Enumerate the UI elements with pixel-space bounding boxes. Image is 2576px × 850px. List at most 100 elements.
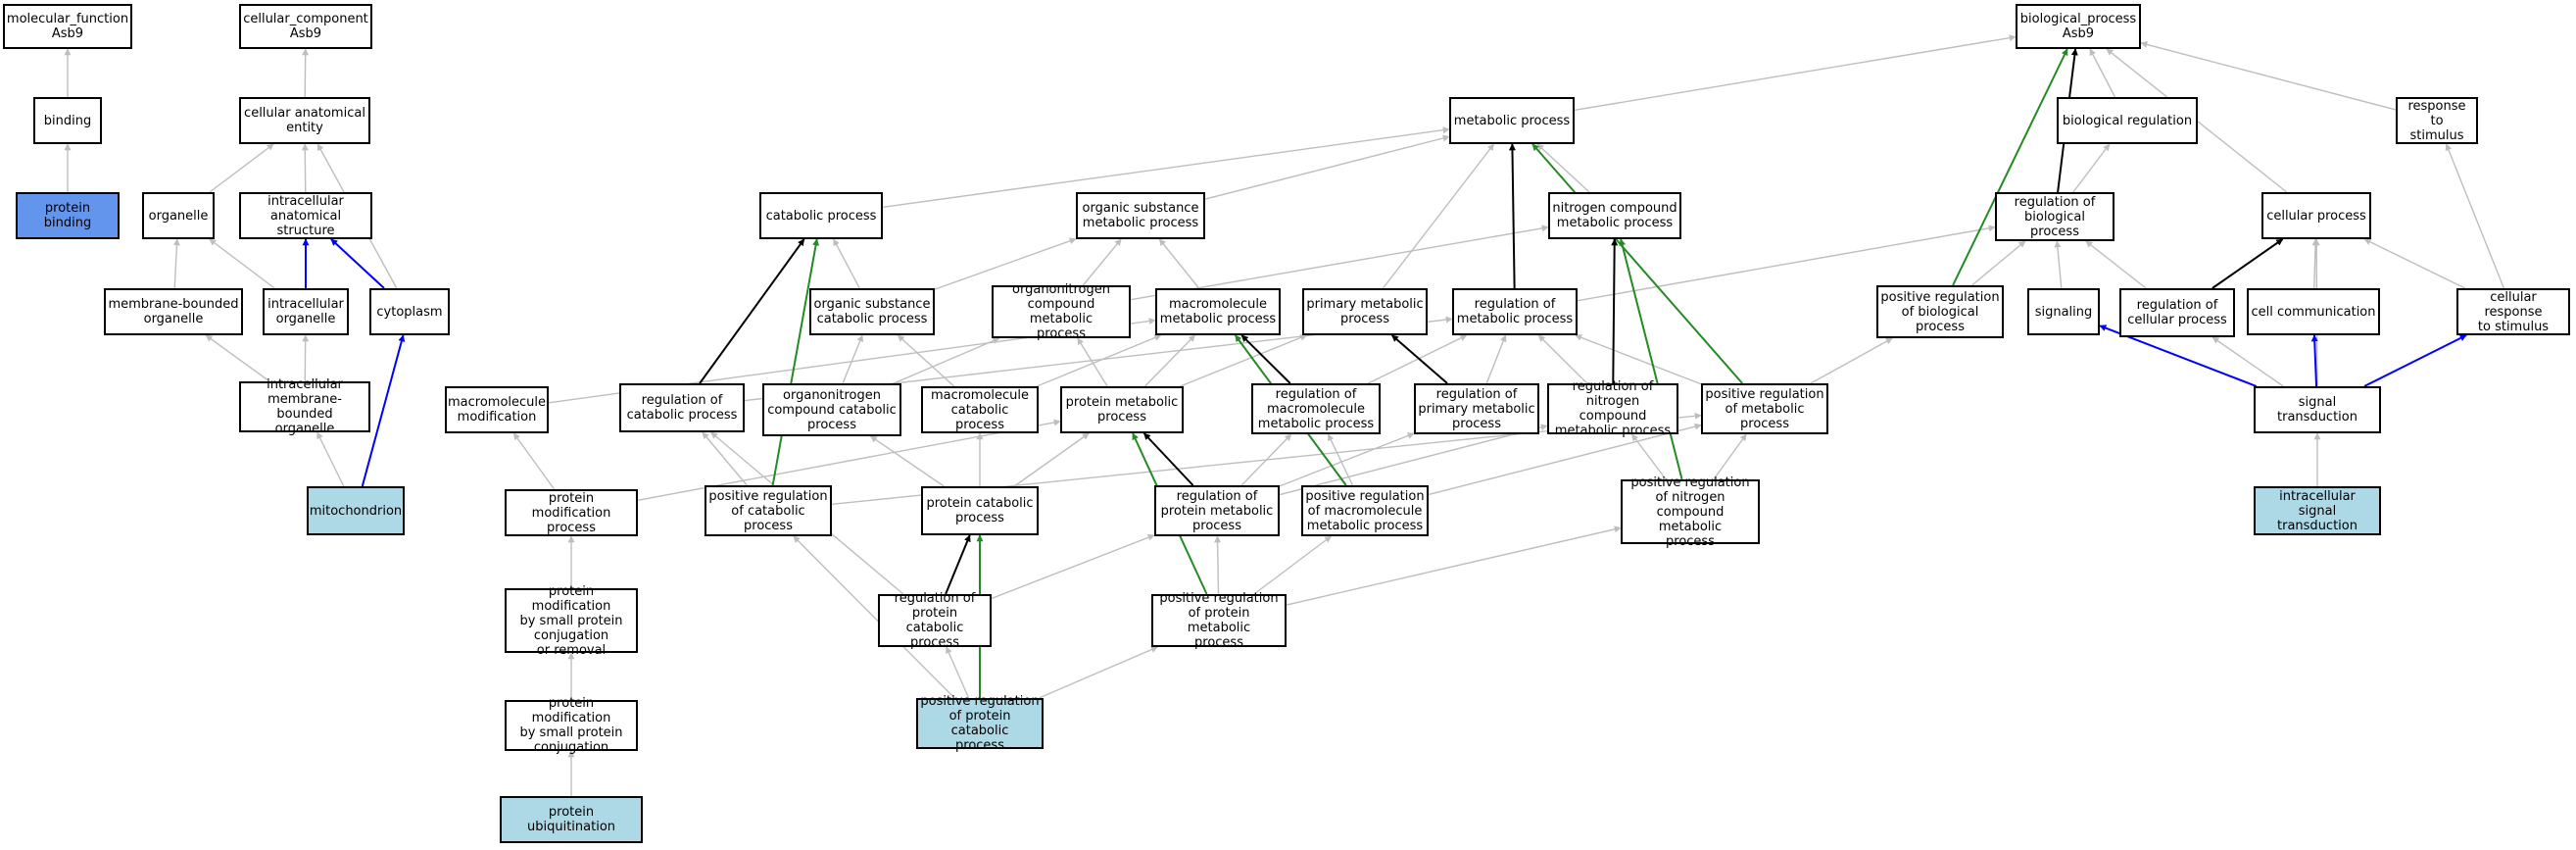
edge-protein_catabolic_process-to-organonitrogen_compound_catabolic_process (870, 435, 945, 487)
node-regulation-of-protein-metabolic-process[interactable]: regulation of protein metabolic process (1154, 485, 1280, 536)
node-signaling[interactable]: signaling (2027, 288, 2100, 335)
node-cellular-response-to-stimulus[interactable]: cellular response to stimulus (2456, 288, 2570, 335)
node-membrane-bounded-organelle[interactable]: membrane-bounded organelle (104, 288, 243, 335)
node-mitochondrion[interactable]: mitochondrion (307, 486, 405, 535)
edge-regulation_of_macromolecule_metabolic_process-to-macromolecule_metabolic_process (1240, 334, 1291, 384)
node-macromolecule-modification[interactable]: macromolecule modification (445, 386, 549, 433)
node-protein-ubiquitination[interactable]: protein ubiquitination (500, 796, 643, 843)
edge-cellular_response_to_stimulus-to-cellular_process (2363, 238, 2466, 289)
edge-positive_regulation_of_nitrogen_compound_metabolic_process-to-regulation_of_nitrogen_compound_metabolic_process (1631, 433, 1667, 480)
edge-regulation_of_protein_catabolic_process-to-regulation_of_protein_metabolic_process (991, 533, 1155, 600)
edge-protein_metabolic_process-to-primary_metabolic_process (1180, 334, 1308, 387)
edge-positive_regulation_of_catabolic_process-to-catabolic_process (771, 238, 820, 486)
node-cell-communication[interactable]: cell communication (2247, 288, 2380, 335)
edge-membrane_bounded_organelle-to-organelle (172, 238, 180, 289)
edge-organonitrogen_compound_metabolic_process-to-organic_substance_metabolic_process (1082, 238, 1122, 286)
edge-positive_regulation_of_protein_metabolic_process-to-positive_regulation_of_nitrogen_compound_metabolic_process (1286, 525, 1622, 606)
node-regulation-of-biological-process[interactable]: regulation of biological process (1995, 192, 2114, 241)
edge-regulation_of_primary_metabolic_process-to-regulation_of_metabolic_process (1485, 334, 1507, 384)
node-regulation-of-protein-catabolic-process[interactable]: regulation of protein catabolic process (878, 591, 992, 650)
edge-signaling-to-regulation_of_biological_process (2054, 240, 2063, 289)
node-protein-metabolic-process[interactable]: protein metabolic process (1060, 386, 1184, 433)
edge-regulation_of_biological_process-to-biological_regulation (2072, 143, 2111, 193)
edge-organic_substance_catabolic_process-to-organic_substance_metabolic_process (934, 237, 1077, 290)
edge-positive_regulation_of_protein_catabolic_process-to-positive_regulation_of_protein_metabolic_process (1039, 646, 1158, 699)
node-intracellular-membrane-bounded-organelle[interactable]: intracellular membrane-bounded organelle (239, 377, 370, 436)
node-positive-regulation-of-nitrogen-compound-metabolic-process[interactable]: positive regulation of nitrogen compound… (1621, 475, 1760, 549)
node-binding[interactable]: binding (33, 97, 102, 144)
node-regulation-of-cellular-process[interactable]: regulation of cellular process (2119, 288, 2235, 337)
edge-cytoplasm-to-intracellular_anatomical_structure (330, 238, 385, 289)
node-cytoplasm[interactable]: cytoplasm (369, 288, 450, 335)
edge-positive_regulation_of_protein_catabolic_process-to-positive_regulation_of_catabolic_process (793, 535, 955, 699)
node-primary-metabolic-process[interactable]: primary metabolic process (1302, 288, 1428, 335)
node-response-to-stimulus[interactable]: response to stimulus (2396, 97, 2478, 144)
node-positive-regulation-of-protein-metabolic-process[interactable]: positive regulation of protein metabolic… (1151, 591, 1287, 650)
edge-regulation_of_protein_metabolic_process-to-regulation_of_primary_metabolic_process (1279, 432, 1415, 487)
edge-positive_regulation_of_metabolic_process-to-regulation_of_metabolic_process (1575, 334, 1702, 385)
node-regulation-of-macromolecule-metabolic-process[interactable]: regulation of macromolecule metabolic pr… (1251, 383, 1381, 434)
node-intracellular-organelle[interactable]: intracellular organelle (263, 288, 349, 335)
node-macromolecule-metabolic-process[interactable]: macromolecule metabolic process (1155, 288, 1281, 335)
node-organonitrogen-compound-metabolic-process[interactable]: organonitrogen compound metabolic proces… (992, 282, 1131, 341)
edge-regulation_of_primary_metabolic_process-to-primary_metabolic_process (1390, 334, 1448, 384)
node-organic-substance-catabolic-process[interactable]: organic substance catabolic process (809, 288, 935, 335)
edge-positive_regulation_of_nitrogen_compound_metabolic_process-to-positive_regulation_of_metabolic_process (1713, 433, 1747, 480)
node-cellular-process[interactable]: cellular process (2261, 192, 2371, 239)
node-positive-regulation-of-biological-process[interactable]: positive regulation of biological proces… (1876, 285, 2004, 338)
edge-response_to_stimulus-to-bp_root (2140, 40, 2397, 111)
node-signal-transduction[interactable]: signal transduction (2254, 386, 2381, 433)
node-protein-catabolic-process[interactable]: protein catabolic process (921, 486, 1039, 535)
node-regulation-of-metabolic-process[interactable]: regulation of metabolic process (1452, 288, 1578, 335)
node-positive-regulation-of-protein-catabolic-process[interactable]: positive regulation of protein catabolic… (916, 694, 1044, 753)
edge-organic_substance_metabolic_process-to-metabolic_process (1204, 134, 1450, 200)
node-metabolic-process[interactable]: metabolic process (1449, 97, 1575, 144)
node-protein-modification-by-small-protein-conjugation[interactable]: protein modification by small protein co… (505, 696, 638, 755)
edge-positive_regulation_of_macromolecule_metabolic_process-to-regulation_of_macromolecule_metabolic_process (1327, 433, 1354, 486)
node-protein-binding[interactable]: protein binding (16, 192, 120, 239)
node-organelle[interactable]: organelle (142, 192, 215, 239)
edge-intracellular_organelle-to-organelle (209, 238, 275, 289)
edge-regulation_of_nitrogen_compound_metabolic_process-to-regulation_of_metabolic_process (1537, 334, 1588, 384)
node-positive-regulation-of-metabolic-process[interactable]: positive regulation of metabolic process (1701, 383, 1828, 434)
node-intracellular-anatomical-structure[interactable]: intracellular anatomical structure (239, 192, 372, 239)
edge-positive_regulation_of_biological_process-to-regulation_of_biological_process (1971, 240, 2026, 286)
node-protein-modification-by-small-protein-conjugation-or-removal[interactable]: protein modification by small protein co… (505, 584, 638, 658)
edge-signal_transduction-to-cell_communication (2310, 334, 2318, 387)
edge-biological_regulation-to-bp_root (2089, 48, 2116, 98)
edge-macromolecule_catabolic_process-to-macromolecule_metabolic_process (1037, 334, 1162, 387)
node-organic-substance-metabolic-process[interactable]: organic substance metabolic process (1076, 192, 1205, 239)
edge-macromolecule_metabolic_process-to-organic_substance_metabolic_process (1158, 238, 1200, 289)
edge-positive_regulation_of_protein_metabolic_process-to-positive_regulation_of_macromolecule_metabolic_process (1253, 535, 1332, 595)
edge-positive_regulation_of_metabolic_process-to-metabolic_process (1531, 143, 1743, 384)
edge-regulation_of_cellular_process-to-cellular_process (2211, 238, 2284, 289)
edge-cellular_response_to_stimulus-to-response_to_stimulus (2445, 143, 2505, 289)
edge-nitrogen_compound_metabolic_process-to-metabolic_process (1536, 143, 1590, 193)
node-nitrogen-compound-metabolic-process[interactable]: nitrogen compound metabolic process (1548, 192, 1681, 239)
node-cellular-anatomical-entity[interactable]: cellular anatomical entity (239, 97, 370, 144)
edge-regulation_of_protein_metabolic_process-to-regulation_of_nitrogen_compound_metabolic_process (1279, 424, 1548, 496)
node-regulation-of-catabolic-process[interactable]: regulation of catabolic process (619, 383, 745, 432)
edge-cellular_anatomical_entity-to-cc_root (302, 48, 310, 98)
node-positive-regulation-of-catabolic-process[interactable]: positive regulation of catabolic process (705, 485, 832, 536)
edge-regulation_of_catabolic_process-to-catabolic_process (699, 238, 805, 384)
node-biological-process-root[interactable]: biological_process Asb9 (2016, 4, 2141, 49)
node-organonitrogen-compound-catabolic-process[interactable]: organonitrogen compound catabolic proces… (762, 383, 901, 436)
node-intracellular-signal-transduction[interactable]: intracellular signal transduction (2254, 486, 2381, 535)
node-catabolic-process[interactable]: catabolic process (759, 192, 883, 239)
node-molecular-function-root[interactable]: molecular_function Asb9 (3, 4, 132, 49)
edge-protein_modification_process-to-macromolecule_modification (512, 432, 556, 490)
node-regulation-of-primary-metabolic-process[interactable]: regulation of primary metabolic process (1414, 383, 1539, 434)
node-macromolecule-catabolic-process[interactable]: macromolecule catabolic process (921, 386, 1039, 433)
node-regulation-of-nitrogen-compound-metabolic-process[interactable]: regulation of nitrogen compound metaboli… (1547, 379, 1678, 438)
node-protein-modification-process[interactable]: protein modification process (505, 489, 638, 536)
edge-organelle-to-cellular_anatomical_entity (209, 143, 274, 193)
node-positive-regulation-of-macromolecule-metabolic-process[interactable]: positive regulation of macromolecule met… (1301, 485, 1429, 536)
edge-regulation_of_metabolic_process-to-regulation_of_biological_process (1577, 225, 1996, 302)
edge-positive_regulation_of_macromolecule_metabolic_process-to-positive_regulation_of_metabolic_process (1428, 423, 1702, 496)
edge-protein_catabolic_process-to-protein_metabolic_process (1013, 432, 1090, 487)
edge-regulation_of_protein_metabolic_process-to-protein_metabolic_process (1142, 432, 1194, 486)
node-cellular-component-root[interactable]: cellular_component Asb9 (239, 4, 372, 49)
node-biological-regulation[interactable]: biological regulation (2057, 97, 2198, 144)
